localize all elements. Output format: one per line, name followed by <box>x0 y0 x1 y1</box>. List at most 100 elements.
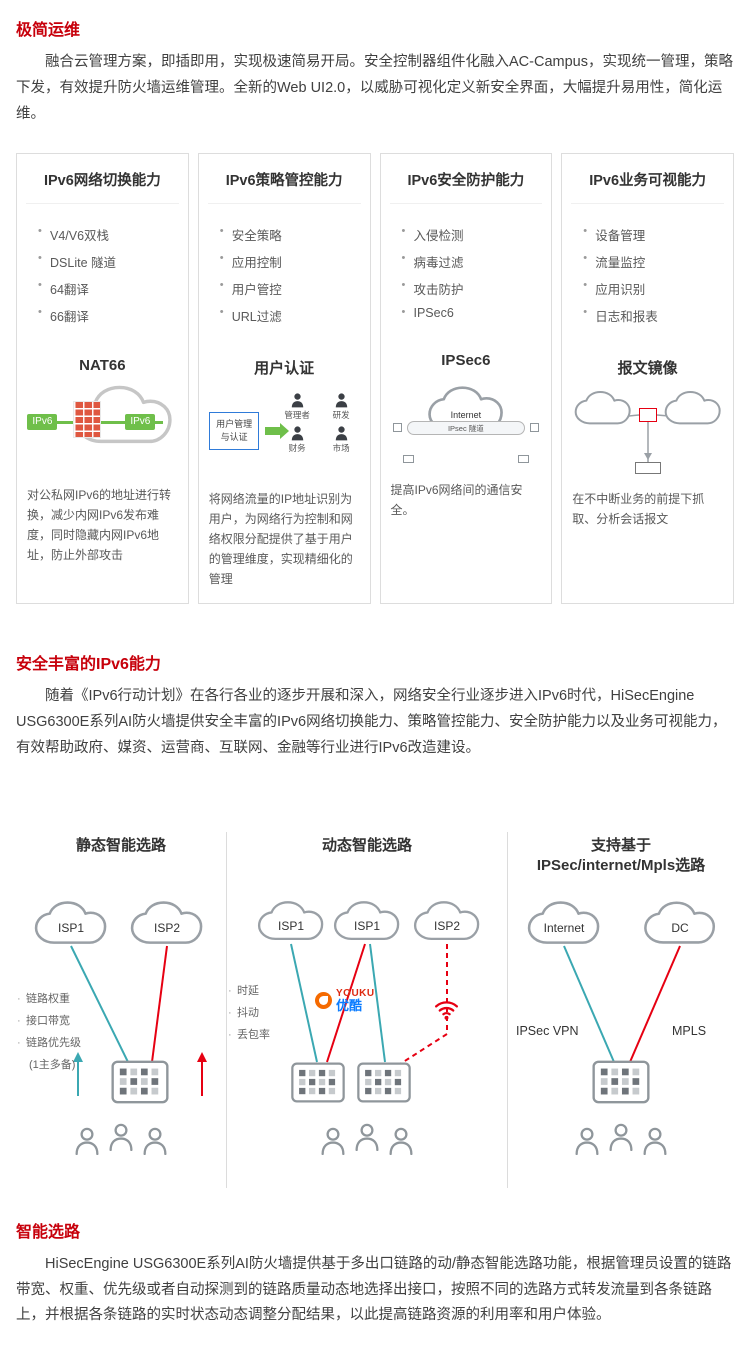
youku-logo: YOUKU 优酷 <box>315 988 375 1013</box>
person-icon <box>74 1126 101 1155</box>
card-title: IPv6业务可视能力 <box>571 154 724 205</box>
bullet-item: 攻击防护 <box>402 279 543 298</box>
network-cloud <box>573 390 633 426</box>
bullet-item: 应用控制 <box>220 252 361 271</box>
person-icon <box>142 1126 169 1155</box>
feature-card-network-switch: IPv6网络切换能力 V4/V6双栈 DSLite 隧道 64翻译 66翻译 N… <box>16 153 189 605</box>
column-title: 静态智能选路 <box>75 836 166 854</box>
internet-cloud: Internet <box>522 900 606 946</box>
card-bullet-list: V4/V6双栈 DSLite 隧道 64翻译 66翻译 <box>26 217 179 333</box>
person-icon <box>642 1126 669 1155</box>
ipsec6-diagram: Internet IPsec 隧道 <box>391 379 541 471</box>
dc-cloud: DC <box>642 900 718 946</box>
card-bullet-list: 设备管理 流量监控 应用识别 日志和报表 <box>571 217 724 333</box>
network-cloud <box>663 390 723 426</box>
bullet-item: V4/V6双栈 <box>38 225 179 244</box>
bullet-item: 安全策略 <box>220 225 361 244</box>
person-icon <box>354 1122 381 1151</box>
packet-mirror-diagram <box>573 388 723 480</box>
ipv6-label-right: IPv6 <box>125 414 156 431</box>
card-subtitle: NAT66 <box>79 357 126 375</box>
bullet-item: 64翻译 <box>38 279 179 298</box>
gateway-icon <box>392 423 402 433</box>
isp-cloud: ISP2 <box>411 900 483 942</box>
user-role: 管理者 <box>279 392 315 421</box>
static-routing-column: 静态智能选路 ISP1 ISP2 链路权重 接口 <box>16 832 226 1188</box>
ipsec-vpn-label: IPSec VPN <box>516 1023 579 1038</box>
section-title-smart-routing: 智能选路 <box>16 1223 81 1241</box>
isp-cloud: ISP1 <box>331 900 403 942</box>
ipsec-mpls-column: 支持基于 IPSec/internet/Mpls选路 Internet DC I… <box>508 832 734 1188</box>
users-group-icon <box>74 1126 169 1155</box>
feature-card-policy-control: IPv6策略管控能力 安全策略 应用控制 用户管控 URL过滤 用户认证 用户管… <box>197 153 371 605</box>
section-easy-ops: 极简运维 融合云管理方案，即插即用，实现极速简易开局。安全控制器组件化融入AC-… <box>0 16 750 127</box>
card-bullet-list: 入侵检测 病毒过滤 攻击防护 IPSec6 <box>390 217 543 328</box>
card-title: IPv6安全防护能力 <box>389 154 543 205</box>
bullet-item: 用户管控 <box>220 279 361 298</box>
card-description: 提高IPv6网络间的通信安全。 <box>390 483 523 518</box>
pc-icon <box>517 455 529 464</box>
person-icon <box>334 425 349 441</box>
analyzer-device-icon <box>634 462 661 475</box>
firewall-switch-icon <box>592 1058 650 1106</box>
isp-cloud: ISP2 <box>128 900 206 946</box>
section-smart-routing: 智能选路 HiSecEngine USG6300E系列AI防火墙提供基于多出口链… <box>0 1218 750 1329</box>
card-title: IPv6网络切换能力 <box>26 154 179 205</box>
isp-cloud: ISP1 <box>32 900 110 946</box>
gateway-icon <box>529 423 539 433</box>
column-title: 动态智能选路 <box>321 836 412 854</box>
person-icon <box>320 1126 347 1155</box>
ipsec-mpls-figure: Internet DC IPSec VPN MPLS <box>508 888 734 1188</box>
section-title-ipv6: 安全丰富的IPv6能力 <box>16 656 161 674</box>
dynamic-routing-notes: 时延 抖动 丢包率 <box>227 980 270 1046</box>
card-description: 对公私网IPv6的地址进行转换，减少内网IPv6发布难度，同时隐藏内网IPv6地… <box>27 488 172 562</box>
firewall-switch-icon <box>111 1058 169 1106</box>
bullet-item: 设备管理 <box>583 225 724 244</box>
bullet-item: IPSec6 <box>402 306 543 320</box>
ipv6-label-left: IPv6 <box>27 414 58 431</box>
ipsec-tunnel: IPsec 隧道 <box>406 421 525 436</box>
section-body-ipv6: 随着《IPv6行动计划》在各行各业的逐步开展和深入，网络安全行业逐步进入IPv6… <box>16 688 727 756</box>
feature-card-visibility: IPv6业务可视能力 设备管理 流量监控 应用识别 日志和报表 报文镜像 <box>561 153 734 605</box>
wifi-icon <box>433 998 460 1021</box>
users-group-icon <box>574 1126 669 1155</box>
card-description: 将网络流量的IP地址识别为用户，为网络行为控制和网络权限分配提供了基于用户的管理… <box>208 492 353 586</box>
person-icon <box>290 392 305 408</box>
green-arrow-icon <box>265 423 290 440</box>
section-title-easy-ops: 极简运维 <box>16 22 81 39</box>
card-title: IPv6策略管控能力 <box>207 154 361 205</box>
person-icon <box>608 1122 635 1151</box>
static-routing-notes: 链路权重 接口带宽 链路优先级 (1主多备) <box>16 988 81 1076</box>
firewall-switch-icon <box>291 1060 345 1105</box>
user-role: 市场 <box>323 425 359 454</box>
bullet-item: 应用识别 <box>583 279 724 298</box>
user-role: 研发 <box>323 392 359 421</box>
card-subtitle: IPSec6 <box>441 352 491 370</box>
section-body-easy-ops: 融合云管理方案，即插即用，实现极速简易开局。安全控制器组件化融入AC-Campu… <box>16 54 733 122</box>
card-bullet-list: 安全策略 应用控制 用户管控 URL过滤 <box>208 217 361 333</box>
static-routing-figure: ISP1 ISP2 链路权重 接口带宽 链路优先级 (1主多备) <box>16 888 226 1188</box>
user-roles-group: 管理者 研发 财务 市场 <box>279 392 359 454</box>
feature-card-security-protect: IPv6安全防护能力 入侵检测 病毒过滤 攻击防护 IPSec6 IPSec6 … <box>379 153 553 605</box>
bullet-item: URL过滤 <box>220 306 361 325</box>
bullet-item: 病毒过滤 <box>402 252 543 271</box>
nat66-diagram: IPv6 IPv6 <box>27 384 177 476</box>
user-auth-diagram: 用户管理与认证 管理者 研发 财务 市场 <box>209 388 359 480</box>
firewall-switch-icon <box>357 1060 411 1105</box>
youku-mascot-icon <box>315 991 332 1009</box>
ipv6-feature-cards: IPv6网络切换能力 V4/V6双栈 DSLite 隧道 64翻译 66翻译 N… <box>16 153 734 605</box>
firewall-icon <box>638 408 657 423</box>
user-role: 财务 <box>279 425 315 454</box>
person-icon <box>290 425 305 441</box>
person-icon <box>574 1126 601 1155</box>
dynamic-routing-figure: ISP1 ISP1 ISP2 时延 抖动 丢包率 YOUKU 优 <box>227 888 507 1188</box>
dynamic-routing-column: 动态智能选路 ISP1 ISP1 ISP2 时延 <box>226 831 508 1188</box>
card-description: 在不中断业务的前提下抓取、分析会话报文 <box>572 492 705 527</box>
routing-diagram: 静态智能选路 ISP1 ISP2 链路权重 接口 <box>16 831 734 1188</box>
bullet-item: 入侵检测 <box>402 225 543 244</box>
pc-icon <box>402 455 414 464</box>
person-icon <box>334 392 349 408</box>
internet-cloud: Internet <box>424 385 508 433</box>
column-title: 支持基于 IPSec/internet/Mpls选路 <box>536 836 706 875</box>
